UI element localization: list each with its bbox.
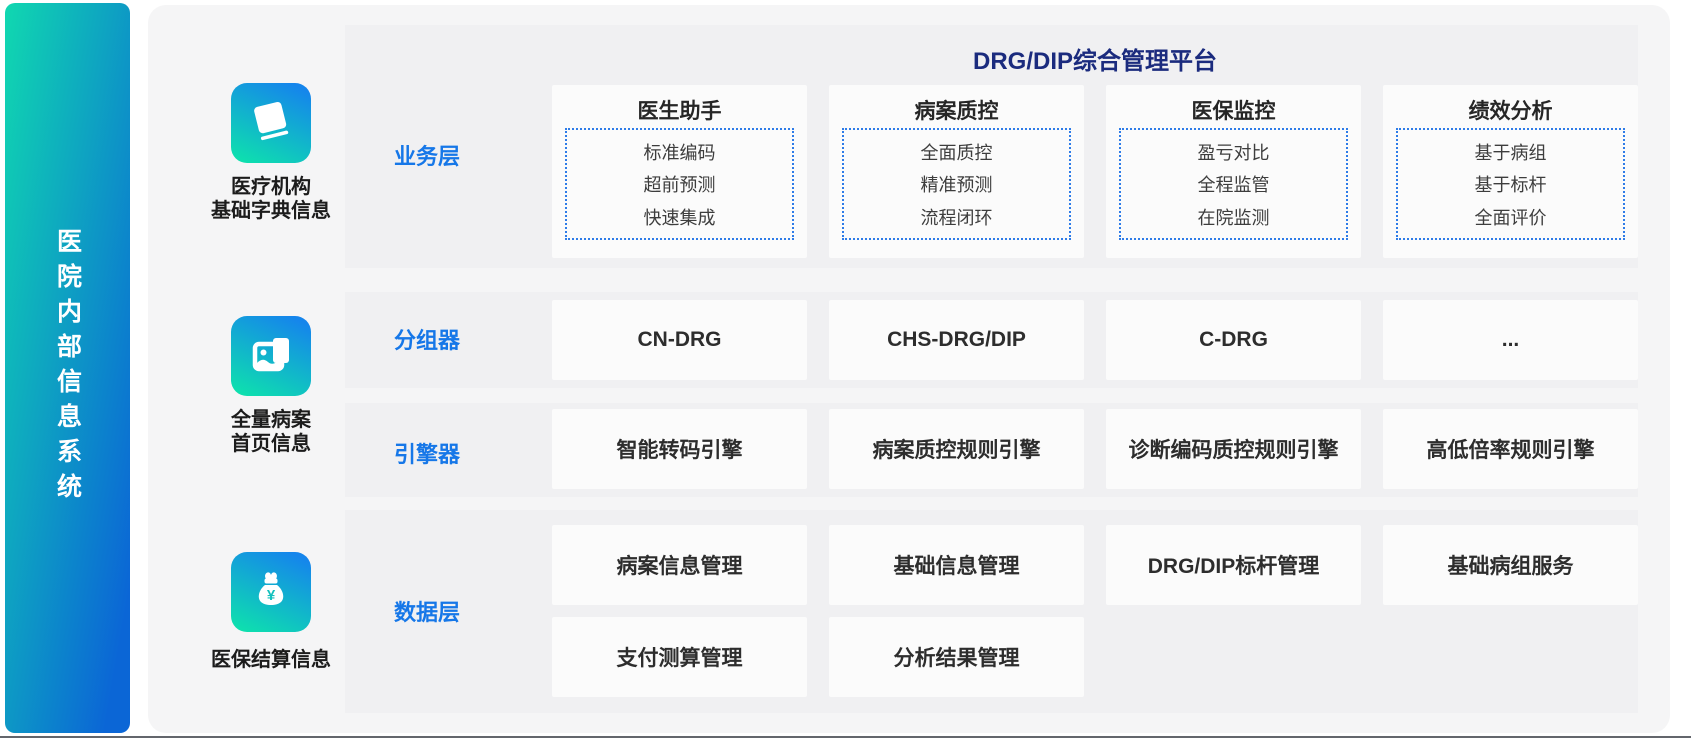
engine-cell-record-qc-rules: 病案质控规则引擎 <box>829 409 1084 489</box>
source-insurance-settlement-label-line1: 医保结算信息 <box>211 649 331 671</box>
feature-item: 在院监测 <box>1197 207 1270 228</box>
source-medical-record-label: 全量病案 首页信息 <box>148 408 394 456</box>
business-card-performance-analysis: 绩效分析 基于病组 基于标杆 全面评价 <box>1383 85 1638 258</box>
source-insurance-settlement: ¥ <box>231 552 311 632</box>
data-cell-basic-group-service: 基础病组服务 <box>1383 525 1638 605</box>
grouper-cell-chs-drg-dip: CHS-DRG/DIP <box>829 300 1084 380</box>
layer-label-engine: 引擎器 <box>393 442 460 467</box>
data-cell-basic-info-mgmt: 基础信息管理 <box>829 525 1084 605</box>
dotted-feature-box: 全面质控 精准预测 流程闭环 <box>842 128 1071 240</box>
business-card-title: 病案质控 <box>914 100 999 123</box>
dotted-feature-box: 标准编码 超前预测 快速集成 <box>565 128 794 240</box>
feature-item: 快速集成 <box>643 207 716 228</box>
grouper-cell-more: ... <box>1383 300 1638 380</box>
svg-text:¥: ¥ <box>267 587 276 604</box>
business-card-title: 医生助手 <box>637 100 722 123</box>
source-dictionary <box>231 83 311 163</box>
grouper-cell-cn-drg: CN-DRG <box>552 300 807 380</box>
hospital-internal-system-title: 医院内部信息系统 <box>53 228 82 508</box>
source-medical-record-label-line1: 全量病案 <box>231 409 311 431</box>
feature-item: 全面质控 <box>920 142 993 163</box>
source-dictionary-label-line1: 医疗机构 <box>231 176 311 198</box>
data-cell-payment-calc-mgmt: 支付测算管理 <box>552 617 807 697</box>
grouper-cell-c-drg: C-DRG <box>1106 300 1361 380</box>
business-card-title: 绩效分析 <box>1468 100 1553 123</box>
data-cell-record-info-mgmt: 病案信息管理 <box>552 525 807 605</box>
feature-item: 盈亏对比 <box>1197 142 1270 163</box>
business-card-title: 医保监控 <box>1191 100 1276 123</box>
source-medical-record-label-line2: 首页信息 <box>231 433 311 455</box>
feature-item: 基于病组 <box>1474 142 1547 163</box>
source-insurance-settlement-label: 医保结算信息 <box>148 648 394 672</box>
page-title: DRG/DIP综合管理平台 <box>972 48 1217 75</box>
business-card-record-qc: 病案质控 全面质控 精准预测 流程闭环 <box>829 85 1084 258</box>
engine-cell-diagnosis-coding-qc-rules: 诊断编码质控规则引擎 <box>1106 409 1361 489</box>
book-icon <box>247 97 295 150</box>
feature-item: 全程监管 <box>1197 175 1270 195</box>
engine-cell-high-low-ratio-rules: 高低倍率规则引擎 <box>1383 409 1638 489</box>
layer-label-data: 数据层 <box>393 600 460 625</box>
hospital-internal-system-bar: 医院内部信息系统 <box>5 3 130 733</box>
feature-item: 标准编码 <box>643 142 716 163</box>
dotted-feature-box: 基于病组 基于标杆 全面评价 <box>1396 128 1625 240</box>
feature-item: 超前预测 <box>643 175 716 195</box>
feature-item: 基于标杆 <box>1474 175 1547 195</box>
money-bag-icon: ¥ <box>247 566 295 619</box>
images-icon <box>247 330 295 383</box>
engine-cell-transcoding: 智能转码引擎 <box>552 409 807 489</box>
data-cell-analysis-result-mgmt: 分析结果管理 <box>829 617 1084 697</box>
business-card-doctor-assistant: 医生助手 标准编码 超前预测 快速集成 <box>552 85 807 258</box>
business-card-insurance-monitor: 医保监控 盈亏对比 全程监管 在院监测 <box>1106 85 1361 258</box>
feature-item: 全面评价 <box>1474 207 1547 228</box>
bottom-divider <box>0 736 1691 738</box>
layer-label-business: 业务层 <box>393 144 460 169</box>
feature-item: 流程闭环 <box>920 207 993 228</box>
source-dictionary-label: 医疗机构 基础字典信息 <box>148 175 394 223</box>
source-dictionary-label-line2: 基础字典信息 <box>211 200 331 222</box>
source-medical-record <box>231 316 311 396</box>
layer-label-grouper: 分组器 <box>393 328 460 353</box>
feature-item: 精准预测 <box>920 175 993 195</box>
data-cell-benchmark-mgmt: DRG/DIP标杆管理 <box>1106 525 1361 605</box>
dotted-feature-box: 盈亏对比 全程监管 在院监测 <box>1119 128 1348 240</box>
